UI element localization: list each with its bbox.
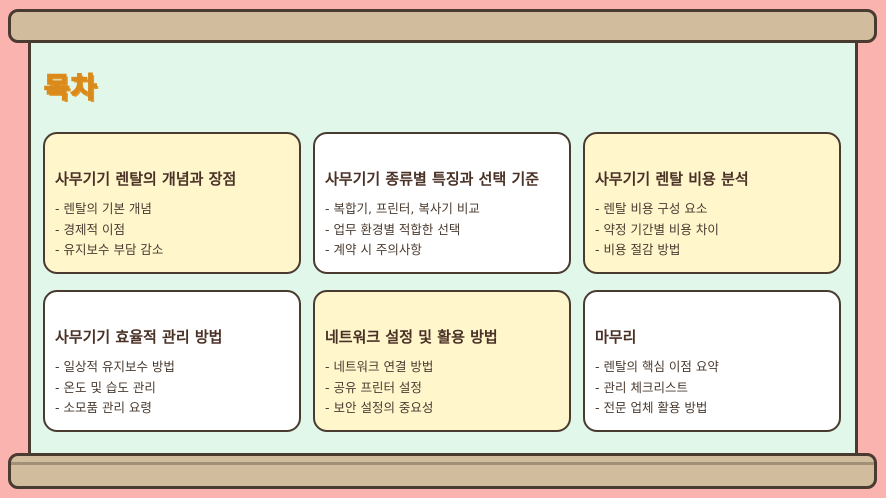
list-item: 비용 절감 방법 — [595, 240, 839, 261]
toc-card-4: 사무기기 효율적 관리 방법 일상적 유지보수 방법 온도 및 습도 관리 소모… — [43, 290, 301, 432]
list-item: 관리 체크리스트 — [595, 378, 839, 399]
list-item: 계약 시 주의사항 — [325, 240, 569, 261]
list-item: 업무 환경별 적합한 선택 — [325, 220, 569, 241]
toc-card-2: 사무기기 종류별 특징과 선택 기준 복합기, 프린터, 복사기 비교 업무 환… — [313, 132, 571, 274]
card-list: 일상적 유지보수 방법 온도 및 습도 관리 소모품 관리 요령 — [55, 357, 299, 419]
toc-card-1: 사무기기 렌탈의 개념과 장점 렌탈의 기본 개념 경제적 이점 유지보수 부담… — [43, 132, 301, 274]
card-heading: 사무기기 렌탈의 개념과 장점 — [55, 170, 237, 188]
bottom-rail — [8, 453, 877, 489]
card-list: 복합기, 프린터, 복사기 비교 업무 환경별 적합한 선택 계약 시 주의사항 — [325, 199, 569, 261]
card-heading: 사무기기 종류별 특징과 선택 기준 — [325, 170, 540, 188]
card-list: 네트워크 연결 방법 공유 프린터 설정 보안 설정의 중요성 — [325, 357, 569, 419]
card-list: 렌탈 비용 구성 요소 약정 기간별 비용 차이 비용 절감 방법 — [595, 199, 839, 261]
list-item: 네트워크 연결 방법 — [325, 357, 569, 378]
top-rail — [8, 9, 877, 43]
toc-card-6: 마무리 렌탈의 핵심 이점 요약 관리 체크리스트 전문 업체 활용 방법 — [583, 290, 841, 432]
card-heading: 네트워크 설정 및 활용 방법 — [325, 328, 498, 346]
card-list: 렌탈의 기본 개념 경제적 이점 유지보수 부담 감소 — [55, 199, 299, 261]
toc-card-5: 네트워크 설정 및 활용 방법 네트워크 연결 방법 공유 프린터 설정 보안 … — [313, 290, 571, 432]
list-item: 온도 및 습도 관리 — [55, 378, 299, 399]
list-item: 렌탈의 핵심 이점 요약 — [595, 357, 839, 378]
page-title: 목차 — [43, 70, 98, 105]
card-heading: 사무기기 렌탈 비용 분석 — [595, 170, 749, 188]
list-item: 소모품 관리 요령 — [55, 398, 299, 419]
list-item: 전문 업체 활용 방법 — [595, 398, 839, 419]
list-item: 공유 프린터 설정 — [325, 378, 569, 399]
toc-card-3: 사무기기 렌탈 비용 분석 렌탈 비용 구성 요소 약정 기간별 비용 차이 비… — [583, 132, 841, 274]
list-item: 약정 기간별 비용 차이 — [595, 220, 839, 241]
list-item: 렌탈의 기본 개념 — [55, 199, 299, 220]
list-item: 보안 설정의 중요성 — [325, 398, 569, 419]
list-item: 일상적 유지보수 방법 — [55, 357, 299, 378]
card-heading: 마무리 — [595, 328, 637, 346]
list-item: 경제적 이점 — [55, 220, 299, 241]
list-item: 복합기, 프린터, 복사기 비교 — [325, 199, 569, 220]
card-heading: 사무기기 효율적 관리 방법 — [55, 328, 223, 346]
card-list: 렌탈의 핵심 이점 요약 관리 체크리스트 전문 업체 활용 방법 — [595, 357, 839, 419]
list-item: 렌탈 비용 구성 요소 — [595, 199, 839, 220]
list-item: 유지보수 부담 감소 — [55, 240, 299, 261]
